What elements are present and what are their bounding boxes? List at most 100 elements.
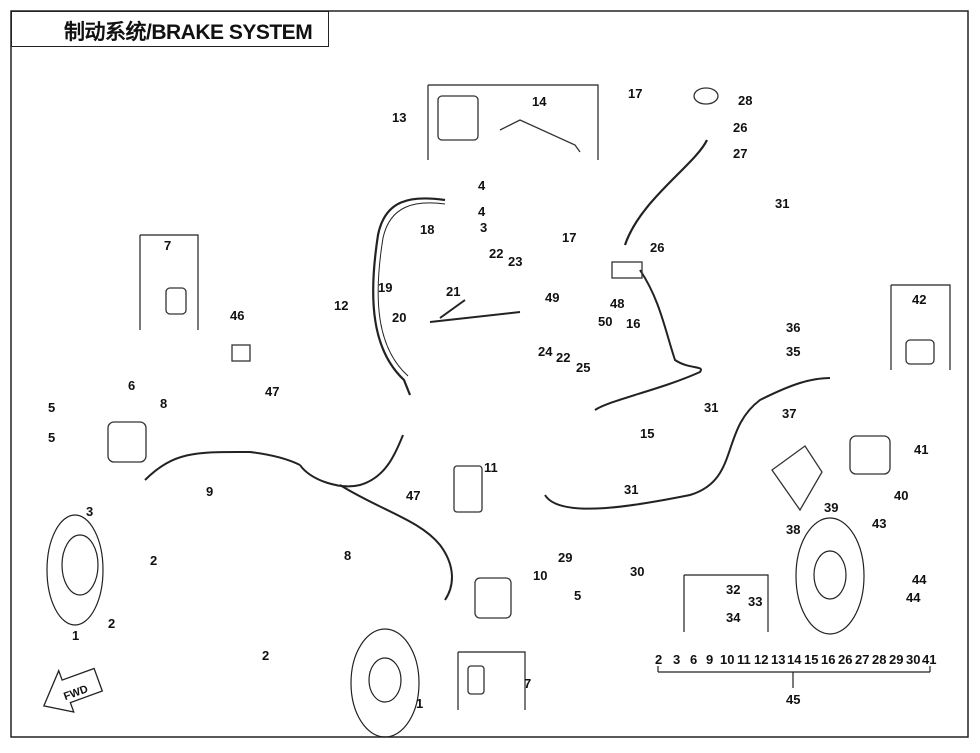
brake-pad-42	[905, 339, 935, 365]
callout-47: 47	[265, 384, 279, 399]
callout-26b: 26	[650, 240, 664, 255]
callout-18: 18	[420, 222, 434, 237]
callout-4b: 4	[478, 204, 486, 219]
callout-31b: 31	[704, 400, 718, 415]
callout-32: 32	[726, 582, 740, 597]
callout-47b: 47	[406, 488, 420, 503]
callout-27: 27	[733, 146, 747, 161]
callout-17b: 17	[562, 230, 576, 245]
callout-22b: 22	[556, 350, 570, 365]
callout-29: 29	[558, 550, 572, 565]
callout-30: 30	[630, 564, 644, 579]
brake-pad-7b	[467, 665, 485, 695]
callout-7: 7	[164, 238, 171, 253]
callout-28: 28	[738, 93, 752, 108]
callout-2c: 2	[262, 648, 269, 663]
callout-39: 39	[824, 500, 838, 515]
callout-1b: 1	[416, 696, 423, 711]
callout-15: 15	[640, 426, 654, 441]
callout-2: 2	[150, 553, 157, 568]
callout-10: 10	[533, 568, 547, 583]
kit-item: 12	[754, 652, 768, 667]
callout-24: 24	[538, 344, 553, 359]
kit-45-legend: 2 3 6 9 10 11 12 13 14 15 16 26 27 28 29…	[655, 652, 936, 707]
callout-3: 3	[480, 220, 487, 235]
callout-19: 19	[378, 280, 392, 295]
caliper-bracket-38	[771, 445, 823, 512]
callout-37: 37	[782, 406, 796, 421]
brake-pad-7	[165, 287, 187, 315]
callout-16: 16	[626, 316, 640, 331]
callout-7b: 7	[524, 676, 531, 691]
callout-34: 34	[726, 610, 741, 625]
callout-42: 42	[912, 292, 926, 307]
kit-label: 45	[786, 692, 800, 707]
callout-14: 14	[532, 94, 547, 109]
kit-item: 26	[838, 652, 852, 667]
callout-46: 46	[230, 308, 244, 323]
kit-item: 10	[720, 652, 734, 667]
forward-arrow-icon: FWD	[42, 667, 104, 713]
callout-31: 31	[775, 196, 789, 211]
callout-5: 5	[48, 400, 55, 415]
kit-item: 30	[906, 652, 920, 667]
kit-item: 29	[889, 652, 903, 667]
rear-caliper-41	[849, 435, 891, 475]
callout-8: 8	[160, 396, 167, 411]
kit-item: 16	[821, 652, 835, 667]
callout-1: 1	[72, 628, 79, 643]
callout-31c: 31	[624, 482, 638, 497]
kit-item: 13	[771, 652, 785, 667]
callout-22: 22	[489, 246, 503, 261]
callout-3b: 3	[86, 504, 93, 519]
callout-23: 23	[508, 254, 522, 269]
callout-43: 43	[872, 516, 886, 531]
callout-6: 6	[128, 378, 135, 393]
callout-17: 17	[628, 86, 642, 101]
kit-item: 27	[855, 652, 869, 667]
left-caliper-6	[107, 421, 147, 463]
kit-item: 28	[872, 652, 886, 667]
master-cylinder-13	[437, 95, 479, 141]
callout-12: 12	[334, 298, 348, 313]
callout-20: 20	[392, 310, 406, 325]
callout-44b: 44	[906, 590, 921, 605]
kit-item: 15	[804, 652, 818, 667]
callout-4: 4	[478, 178, 486, 193]
kit-item: 6	[690, 652, 697, 667]
callout-25: 25	[576, 360, 590, 375]
reservoir-28	[693, 87, 719, 105]
right-caliper-10	[474, 577, 512, 619]
kit-item: 9	[706, 652, 713, 667]
callout-9: 9	[206, 484, 213, 499]
junction-block-11	[453, 465, 483, 513]
rear-master-cylinder-16	[611, 261, 643, 279]
callout-48: 48	[610, 296, 624, 311]
callout-35: 35	[786, 344, 800, 359]
callout-49: 49	[545, 290, 559, 305]
callout-5b: 5	[48, 430, 55, 445]
brake-lever-14	[499, 119, 581, 153]
kit-item: 41	[922, 652, 936, 667]
callout-36: 36	[786, 320, 800, 335]
kit-item: 2	[655, 652, 662, 667]
callout-21: 21	[446, 284, 460, 299]
callout-26: 26	[733, 120, 747, 135]
callout-50: 50	[598, 314, 612, 329]
kit-item: 3	[673, 652, 680, 667]
callout-44: 44	[912, 572, 927, 587]
callout-2b: 2	[108, 616, 115, 631]
kit-item: 11	[737, 652, 751, 667]
callout-33: 33	[748, 594, 762, 609]
callout-5c: 5	[574, 588, 581, 603]
kit-item: 14	[787, 652, 802, 667]
callout-11: 11	[484, 460, 498, 475]
callout-8b: 8	[344, 548, 351, 563]
clip-46	[231, 344, 251, 362]
callout-41: 41	[914, 442, 928, 457]
callout-40: 40	[894, 488, 908, 503]
title-box: 制动系统/BRAKE SYSTEM	[11, 11, 329, 47]
page-title: 制动系统/BRAKE SYSTEM	[64, 21, 313, 44]
